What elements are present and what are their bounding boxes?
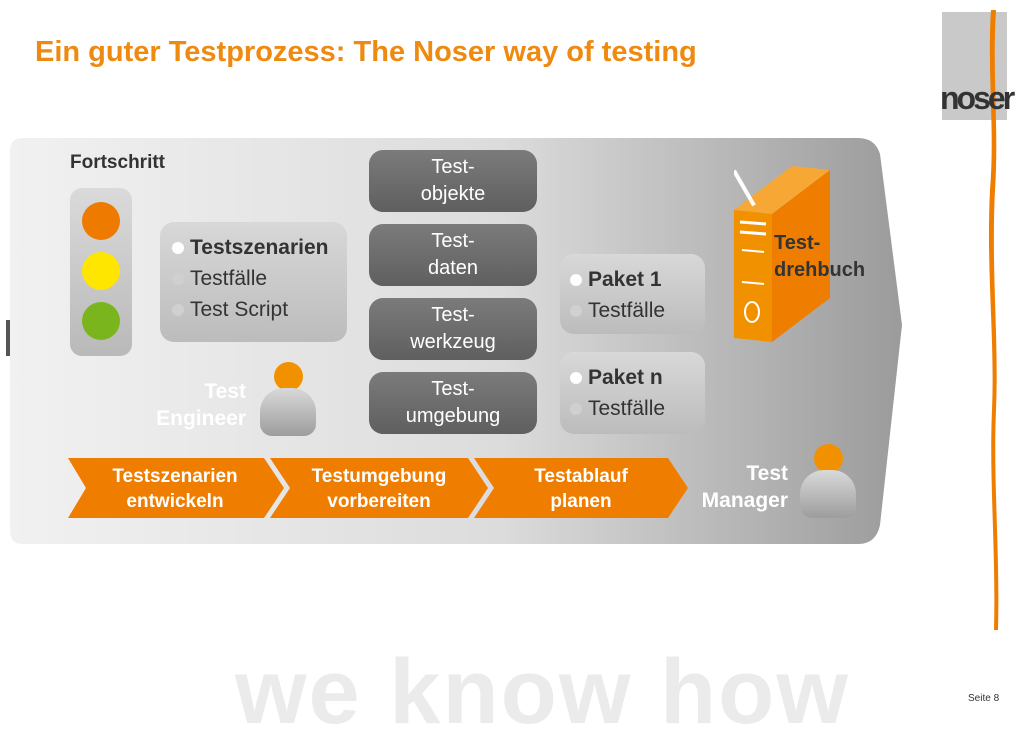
bullet-icon: [570, 402, 582, 415]
bullet-icon: [570, 273, 582, 286]
traffic-light: [70, 188, 132, 356]
step-arrow-3: [474, 458, 688, 518]
resource-box-environment: Test-umgebung: [369, 372, 537, 434]
manager-person-icon: [800, 444, 856, 518]
process-steps: [68, 458, 688, 518]
step-arrow-2: [270, 458, 488, 518]
scenario-item: Testszenarien: [172, 232, 347, 263]
bullet-icon: [570, 304, 582, 317]
scenario-item: Testfälle: [172, 263, 347, 294]
noser-logo: noser: [940, 80, 1015, 116]
logo-background: [942, 12, 1007, 120]
binder-icon: [734, 166, 830, 342]
resource-box-objects: Test-objekte: [369, 150, 537, 212]
bullet-icon: [570, 371, 582, 384]
package-sub: Testfälle: [570, 295, 705, 326]
watermark-text: we know how: [235, 641, 850, 743]
bullet-icon: [172, 272, 184, 285]
package-title: Paket 1: [570, 264, 705, 295]
light-orange: [82, 202, 120, 240]
folder-label: Test-drehbuch: [774, 232, 866, 281]
package-box-1: Paket 1 Testfälle: [560, 254, 705, 334]
process-diagram: Fortschritt Testszenarien Testfälle Test…: [0, 120, 940, 560]
package-sub: Testfälle: [570, 393, 705, 424]
resource-box-tool: Test-werkzeug: [369, 298, 537, 360]
page-number: Seite 8: [968, 693, 1000, 704]
progress-label: Fortschritt: [70, 152, 165, 173]
package-title: Paket n: [570, 362, 705, 393]
scenario-box: Testszenarien Testfälle Test Script: [160, 222, 347, 342]
page-title: Ein guter Testprozess: The Noser way of …: [35, 36, 697, 68]
bullet-icon: [172, 303, 184, 316]
brush-stroke-decoration: [988, 10, 999, 630]
resource-box-data: Test-daten: [369, 224, 537, 286]
step-arrow-1: [68, 458, 284, 518]
bullet-icon: [172, 241, 184, 254]
scenario-item: Test Script: [172, 294, 347, 325]
light-yellow: [82, 252, 120, 290]
engineer-person-icon: [260, 362, 316, 436]
light-green: [82, 302, 120, 340]
package-box-n: Paket n Testfälle: [560, 352, 705, 434]
